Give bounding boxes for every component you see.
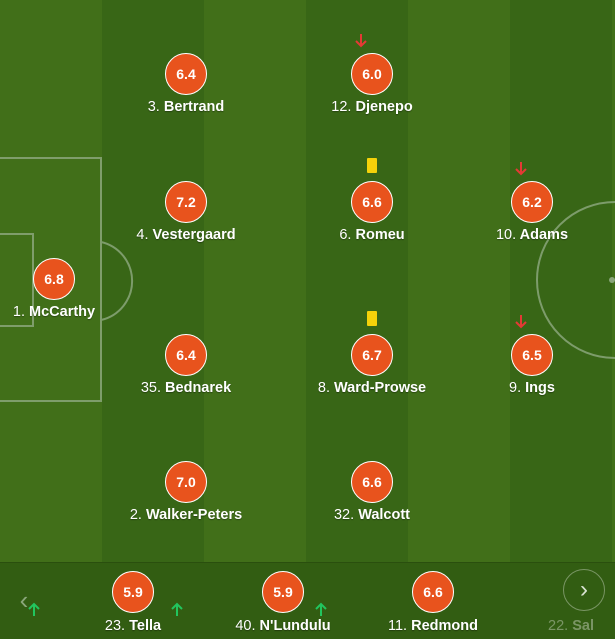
player-djenepo[interactable]: 6.0 12. Djenepo <box>302 34 442 115</box>
player-name: Bertrand <box>163 99 225 115</box>
substituted-off-icon <box>355 34 367 48</box>
rating-badge: 6.6 <box>412 571 454 613</box>
player-number: 10. <box>495 227 517 243</box>
player-vestergaard[interactable]: 7.2 4. Vestergaard <box>116 181 256 243</box>
sub-player-nlundulu[interactable]: 5.9 40. N'Lundulu <box>171 571 353 634</box>
player-ward-prowse[interactable]: 6.7 8. Ward-Prowse <box>302 311 442 396</box>
player-label: 9. Ings <box>462 380 602 396</box>
sub-player-partial: 22. Sal <box>548 618 594 634</box>
next-button[interactable]: › <box>563 569 605 611</box>
player-number: 4. <box>136 227 149 243</box>
player-bednarek[interactable]: 6.4 35. Bednarek <box>116 334 256 396</box>
player-number: 1. <box>12 304 25 320</box>
player-adams[interactable]: 6.2 10. Adams <box>462 162 602 243</box>
player-number: 2. <box>129 507 142 523</box>
rating-badge: 6.5 <box>511 334 553 376</box>
player-label: 3. Bertrand <box>116 99 256 115</box>
player-name: Bednarek <box>165 380 232 396</box>
player-name: Djenepo <box>355 99 413 115</box>
player-label: 11. Redmond <box>363 618 503 634</box>
player-label: 12. Djenepo <box>302 99 442 115</box>
rating-badge: 6.4 <box>165 53 207 95</box>
player-number: 35. <box>140 380 162 396</box>
rating-badge: 6.7 <box>351 334 393 376</box>
rating-badge: 7.2 <box>165 181 207 223</box>
player-number: 6. <box>339 227 352 243</box>
player-number: 32. <box>333 507 355 523</box>
player-name: Ward-Prowse <box>334 380 427 396</box>
prev-arrow-icon[interactable]: ‹ <box>19 585 29 615</box>
player-number: 23. <box>104 618 126 634</box>
player-romeu[interactable]: 6.6 6. Romeu <box>302 158 442 243</box>
rating-badge: 5.9 <box>112 571 154 613</box>
substituted-off-icon <box>515 162 527 176</box>
player-name: N'Lundulu <box>259 618 331 634</box>
player-label: 6. Romeu <box>302 227 442 243</box>
player-walker-peters[interactable]: 7.0 2. Walker-Peters <box>116 461 256 523</box>
player-label: 40. N'Lundulu <box>213 618 353 634</box>
player-number: 11. <box>388 618 408 634</box>
pitch: 6.8 1. McCarthy 6.4 3. Bertrand 7.2 4. V… <box>0 0 615 562</box>
player-ings[interactable]: 6.5 9. Ings <box>462 315 602 396</box>
sub-player-tella[interactable]: 5.9 23. Tella <box>28 571 203 634</box>
player-label: 35. Bednarek <box>116 380 256 396</box>
player-label: 4. Vestergaard <box>116 227 256 243</box>
rating-badge: 5.9 <box>262 571 304 613</box>
player-name: Redmond <box>411 618 478 634</box>
rating-badge: 6.2 <box>511 181 553 223</box>
player-name: Adams <box>519 227 569 243</box>
rating-badge: 6.0 <box>351 53 393 95</box>
player-label: 2. Walker-Peters <box>116 507 256 523</box>
player-name: Vestergaard <box>152 227 236 243</box>
player-name: Sal <box>572 618 594 634</box>
rating-badge: 6.6 <box>351 181 393 223</box>
player-label: 8. Ward-Prowse <box>302 380 442 396</box>
yellow-card-icon <box>367 311 377 326</box>
substituted-on-icon <box>28 602 40 616</box>
player-name: Tella <box>129 618 162 634</box>
player-number: 8. <box>317 380 330 396</box>
player-number: 40. <box>235 618 256 634</box>
player-name: McCarthy <box>29 304 96 320</box>
player-name: Ings <box>525 380 555 396</box>
sub-player-redmond[interactable]: 6.6 11. Redmond <box>315 571 503 634</box>
rating-badge: 7.0 <box>165 461 207 503</box>
rating-badge: 6.6 <box>351 461 393 503</box>
player-label: 1. McCarthy <box>0 304 124 320</box>
yellow-card-icon <box>367 158 377 173</box>
rating-badge: 6.8 <box>33 258 75 300</box>
substitutes-bar: ‹ 5.9 23. Tella 5.9 40. N'Lundulu 6.6 11… <box>0 562 615 639</box>
player-mccarthy[interactable]: 6.8 1. McCarthy <box>0 258 124 320</box>
player-label: 23. Tella <box>63 618 203 634</box>
player-bertrand[interactable]: 6.4 3. Bertrand <box>116 53 256 115</box>
player-number: 9. <box>509 380 522 396</box>
player-number: 3. <box>147 99 160 115</box>
player-walcott[interactable]: 6.6 32. Walcott <box>302 461 442 523</box>
player-name: Walker-Peters <box>145 507 243 523</box>
substituted-off-icon <box>515 315 527 329</box>
player-name: Romeu <box>355 227 405 243</box>
substituted-on-icon <box>171 602 183 616</box>
player-number: 12. <box>331 99 352 115</box>
player-label: 10. Adams <box>462 227 602 243</box>
rating-badge: 6.4 <box>165 334 207 376</box>
next-arrow-icon: › <box>580 576 588 603</box>
player-number: 22. <box>548 618 569 634</box>
player-label: 32. Walcott <box>302 507 442 523</box>
player-name: Walcott <box>358 507 411 523</box>
substituted-on-icon <box>315 602 327 616</box>
